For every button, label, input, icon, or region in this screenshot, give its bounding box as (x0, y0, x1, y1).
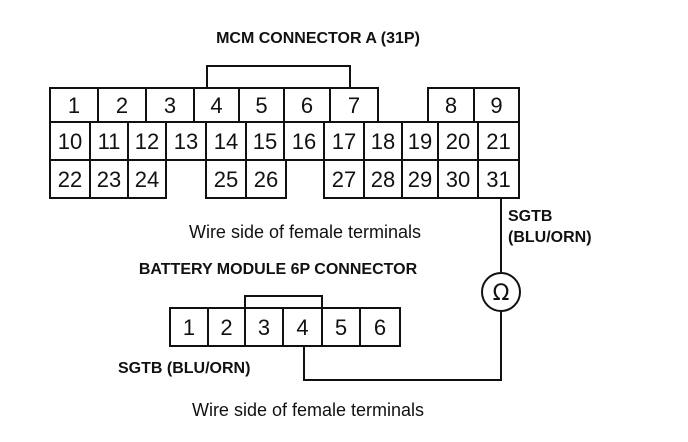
mcm-cavity-28 (363, 159, 403, 199)
mcm-pin-label-21: 21 (486, 129, 510, 154)
bat-pin-label-6: 6 (374, 315, 386, 340)
battery-connector-lock-tab (244, 295, 323, 308)
bat-cavity-6 (359, 307, 401, 347)
mcm-pin-label-18: 18 (371, 129, 395, 154)
mcm-connector-lock-tab (206, 65, 351, 88)
mcm-pin-label-25: 25 (214, 167, 238, 192)
mcm-cavity-13 (165, 121, 207, 161)
mcm-pin-label-10: 10 (58, 129, 82, 154)
mcm-pin-label-6: 6 (301, 93, 313, 118)
mcm-cavity-26 (245, 159, 287, 199)
mcm-pin-label-17: 17 (332, 129, 356, 154)
bat-cavity-3 (244, 307, 284, 347)
bat-pin-label-2: 2 (220, 315, 232, 340)
mcm-cavity-16 (283, 121, 325, 161)
battery-connector-caption: Wire side of female terminals (192, 400, 424, 420)
bat-pin-label-3: 3 (258, 315, 270, 340)
mcm-pin-label-13: 13 (174, 129, 198, 154)
mcm-cavity-31 (477, 159, 520, 199)
mcm-pin-label-9: 9 (490, 93, 502, 118)
mcm-cavity-10 (49, 121, 91, 161)
mcm-connector-title: MCM CONNECTOR A (31P) (216, 30, 420, 47)
mcm-pin-label-2: 2 (116, 93, 128, 118)
mcm-pin-label-5: 5 (255, 93, 267, 118)
mcm-pin-label-1: 1 (68, 93, 80, 118)
mcm-pin-label-26: 26 (254, 167, 278, 192)
bat-cavity-5 (321, 307, 361, 347)
mcm-pin-label-23: 23 (97, 167, 121, 192)
mcm-cavity-19 (401, 121, 439, 161)
mcm-pin-label-28: 28 (371, 167, 395, 192)
mcm-pin-label-15: 15 (253, 129, 277, 154)
mcm-pin-label-24: 24 (135, 167, 159, 192)
mcm-cavity-27 (323, 159, 365, 199)
mcm-cavity-20 (437, 121, 479, 161)
ohmmeter-omega-icon: Ω (493, 281, 510, 306)
battery-wire-label: SGTB (BLU/ORN) (118, 360, 250, 377)
wire-label-color: (BLU/ORN) (508, 229, 592, 246)
mcm-pin-label-22: 22 (58, 167, 82, 192)
mcm-pin-label-7: 7 (348, 93, 360, 118)
mcm-pin-label-30: 30 (446, 167, 470, 192)
mcm-pin-label-31: 31 (486, 167, 510, 192)
mcm-cavity-24 (127, 159, 167, 199)
mcm-pin-label-20: 20 (446, 129, 470, 154)
mcm-cavity-23 (89, 159, 129, 199)
mcm-cavity-25 (205, 159, 247, 199)
mcm-cavity-17 (323, 121, 365, 161)
mcm-pin-label-8: 8 (445, 93, 457, 118)
wire-label-name: SGTB (508, 208, 552, 225)
mcm-pin-label-16: 16 (292, 129, 316, 154)
mcm-pin-label-27: 27 (332, 167, 356, 192)
bat-pin-label-4: 4 (296, 315, 308, 340)
mcm-pin-label-4: 4 (210, 93, 222, 118)
mcm-pin-label-11: 11 (98, 129, 121, 154)
mcm-pin-label-3: 3 (164, 93, 176, 118)
mcm-pin-label-12: 12 (135, 129, 159, 154)
bat-pin-label-1: 1 (183, 315, 195, 340)
bat-pin-label-5: 5 (335, 315, 347, 340)
mcm-pin-label-14: 14 (214, 129, 238, 154)
mcm-pin-label-19: 19 (408, 129, 432, 154)
mcm-cavity-8 (427, 87, 475, 123)
mcm-pin-label-29: 29 (408, 167, 432, 192)
mcm-connector-caption: Wire side of female terminals (189, 222, 421, 242)
wire-segment-bottom (303, 311, 502, 381)
bat-cavity-4 (282, 307, 323, 347)
battery-connector-title: BATTERY MODULE 6P CONNECTOR (139, 261, 418, 278)
